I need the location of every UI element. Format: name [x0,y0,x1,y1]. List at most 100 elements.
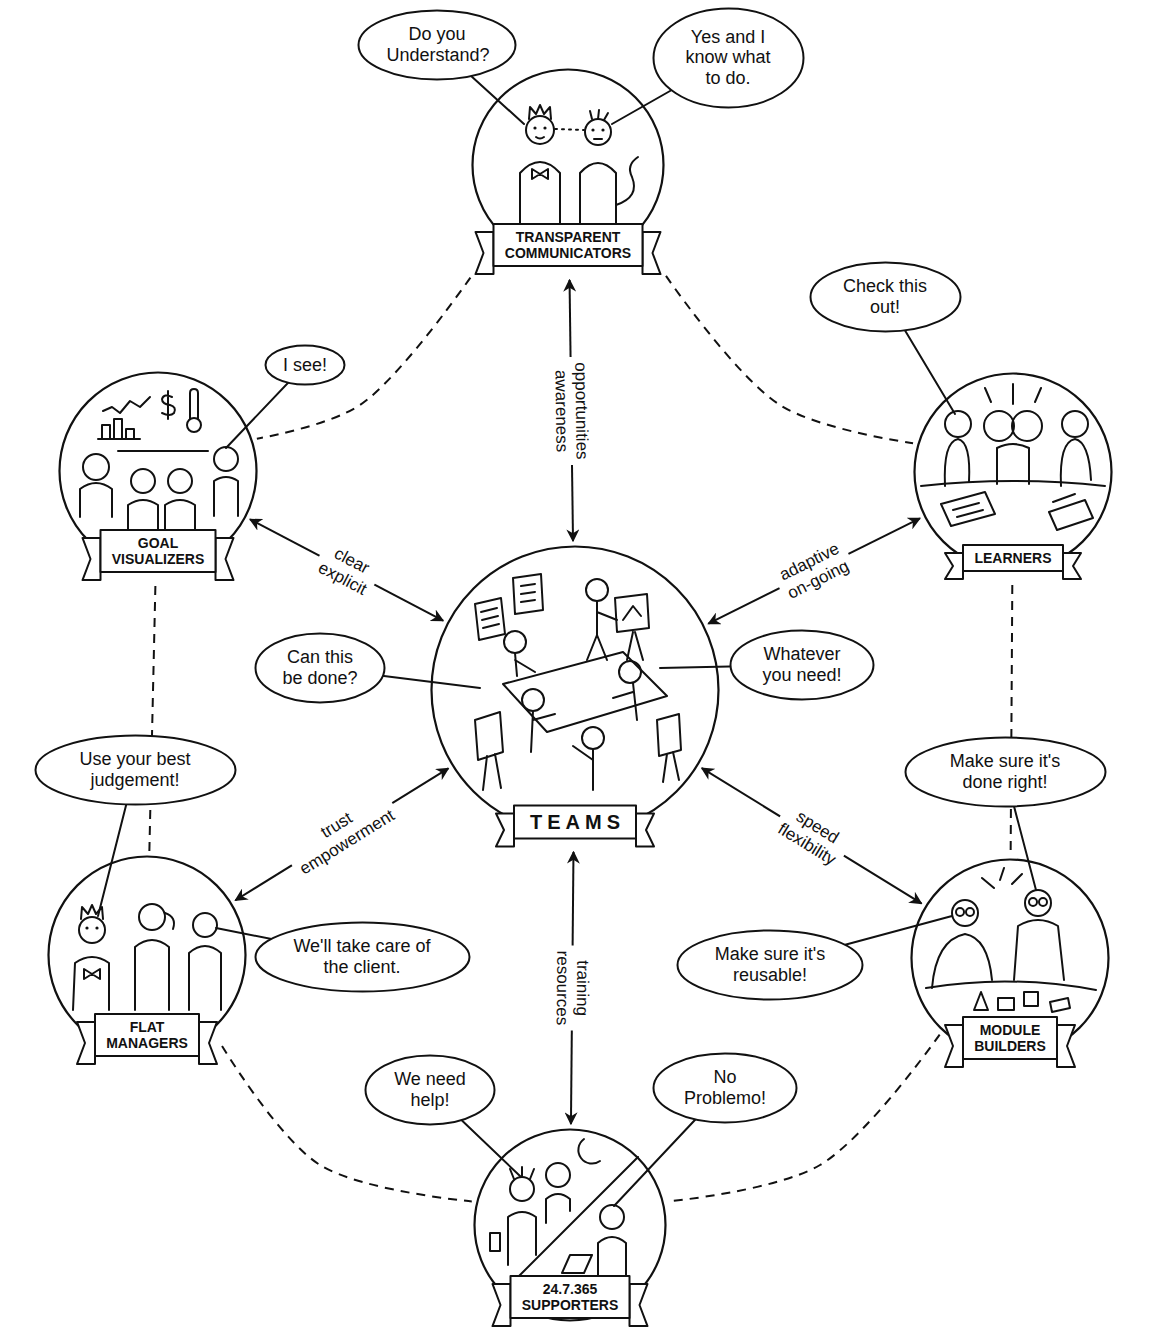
bubble-text-block: We need help! [390,1069,471,1110]
sketch-stroke [1061,439,1091,486]
sketch-stroke [555,129,584,130]
bubble-text-block: Can this be done? [280,647,361,688]
ribbon-band [95,1014,199,1056]
sketch-stroke [562,1255,592,1273]
edge-label: adaptive on-going [770,535,858,607]
sketch-stroke [600,1205,624,1229]
bubble-text-block: We'll take care of the client. [292,936,433,977]
banner-ribbon [945,545,1081,579]
ribbon-tail [496,814,514,847]
bubble-text-block: Do you Understand? [387,24,488,65]
sketch-stroke [139,904,165,930]
dashed-link [257,278,471,439]
sketch-stroke [529,105,551,119]
edge-label: training resources [551,945,594,1030]
sketch-stroke [615,594,649,660]
sketch-stroke [580,163,616,223]
sketch-stroke [503,652,667,732]
sketch-stroke [982,868,1022,888]
dashed-link [1011,585,1013,854]
bubble-ellipse [654,1054,797,1123]
sketch-stroke [1012,411,1042,441]
sketch-stroke [616,157,638,205]
ribbon-band [963,545,1063,571]
sketch-stroke [1062,411,1088,437]
ribbon-tail [476,232,494,274]
sketch-stroke [80,483,112,517]
bubble-ellipse [810,263,960,332]
bubble-text-block: Yes and I know what to do. [680,27,776,89]
sketch-stroke [95,926,98,929]
edge-label: speed flexibility [769,798,855,873]
builders-figures [926,868,1096,1012]
sketch-stroke [1039,898,1047,906]
sketch-stroke [1025,890,1051,916]
ribbon-band [511,1276,630,1318]
bubble-ellipse [678,931,863,1000]
sketch-stroke [502,1157,638,1293]
sketch-stroke [190,389,198,419]
banner: LEARNERS [973,550,1053,566]
ribbon-tail [945,553,963,579]
sketch-stroke [103,397,150,413]
sketch-stroke [510,1167,534,1179]
bubble-ellipse [905,738,1105,807]
bubble-text: Use your best judgement! [70,749,201,790]
dashed-link [149,586,155,851]
bubble-text-block: Make sure it's done right! [940,751,1071,792]
ribbon-tail [630,1284,648,1326]
bubble-ellipse [359,11,516,80]
speech-bubble: Can this be done? [254,632,386,704]
bubble-text-block: I see! [282,355,328,376]
illustration [73,45,1105,1293]
banner-ribbon [496,806,654,847]
sketch-stroke [187,418,201,432]
role-circle: LEARNERS [913,372,1113,572]
sketch-stroke [966,908,974,916]
sketch-stroke [515,653,535,676]
banner-ribbon [945,1017,1075,1067]
bubble-ellipse [653,9,803,108]
speech-bubble: Use your best judgement! [34,734,237,806]
sketch-stroke [193,913,217,937]
bubble-ellipse [266,346,345,385]
role-circle-outline [432,547,719,834]
speech-bubble: We need help! [364,1054,496,1126]
bubble-text-block: Check this out! [837,276,933,317]
sketch-stroke [165,913,174,929]
sketch-stroke [98,419,140,439]
ribbon-tail [1063,553,1081,579]
bubble-text: Check this out! [837,276,933,317]
sketch-stroke [586,579,608,601]
sketch-stroke [526,116,554,144]
sketch-stroke [619,661,641,683]
sketch-stroke [532,169,548,179]
communicators-figures [520,105,638,223]
sketch-stroke [1014,920,1064,980]
sketch-stroke [531,711,555,752]
role-circle-outline [915,374,1112,571]
sketch-stroke [585,119,611,145]
edge-label: clear explicit [309,537,383,603]
ribbon-band [514,806,636,839]
circle-outline [430,545,720,835]
sketch-stroke [587,601,617,660]
role-circle: 24.7.365 SUPPORTERS [473,1128,667,1322]
sketch-stroke [546,1194,570,1223]
sketch-stroke [582,727,604,749]
banner-ribbon [83,530,234,580]
sketch-stroke [118,450,208,452]
speech-bubble: Do you Understand? [357,9,517,81]
edge-label: trust empowerment [281,785,403,883]
sketch-stroke [475,598,505,640]
supporters-figures [490,1139,638,1293]
sketch-stroke [578,1139,600,1164]
learners-figures [921,384,1105,530]
double-arrow [250,519,443,620]
sketch-stroke [128,500,158,529]
bubble-text: Yes and I know what to do. [680,27,776,89]
ribbon-tail [199,1022,217,1064]
ribbon-band [963,1017,1057,1059]
banner: TEAMS [524,811,626,834]
sketch-stroke [985,384,1041,404]
